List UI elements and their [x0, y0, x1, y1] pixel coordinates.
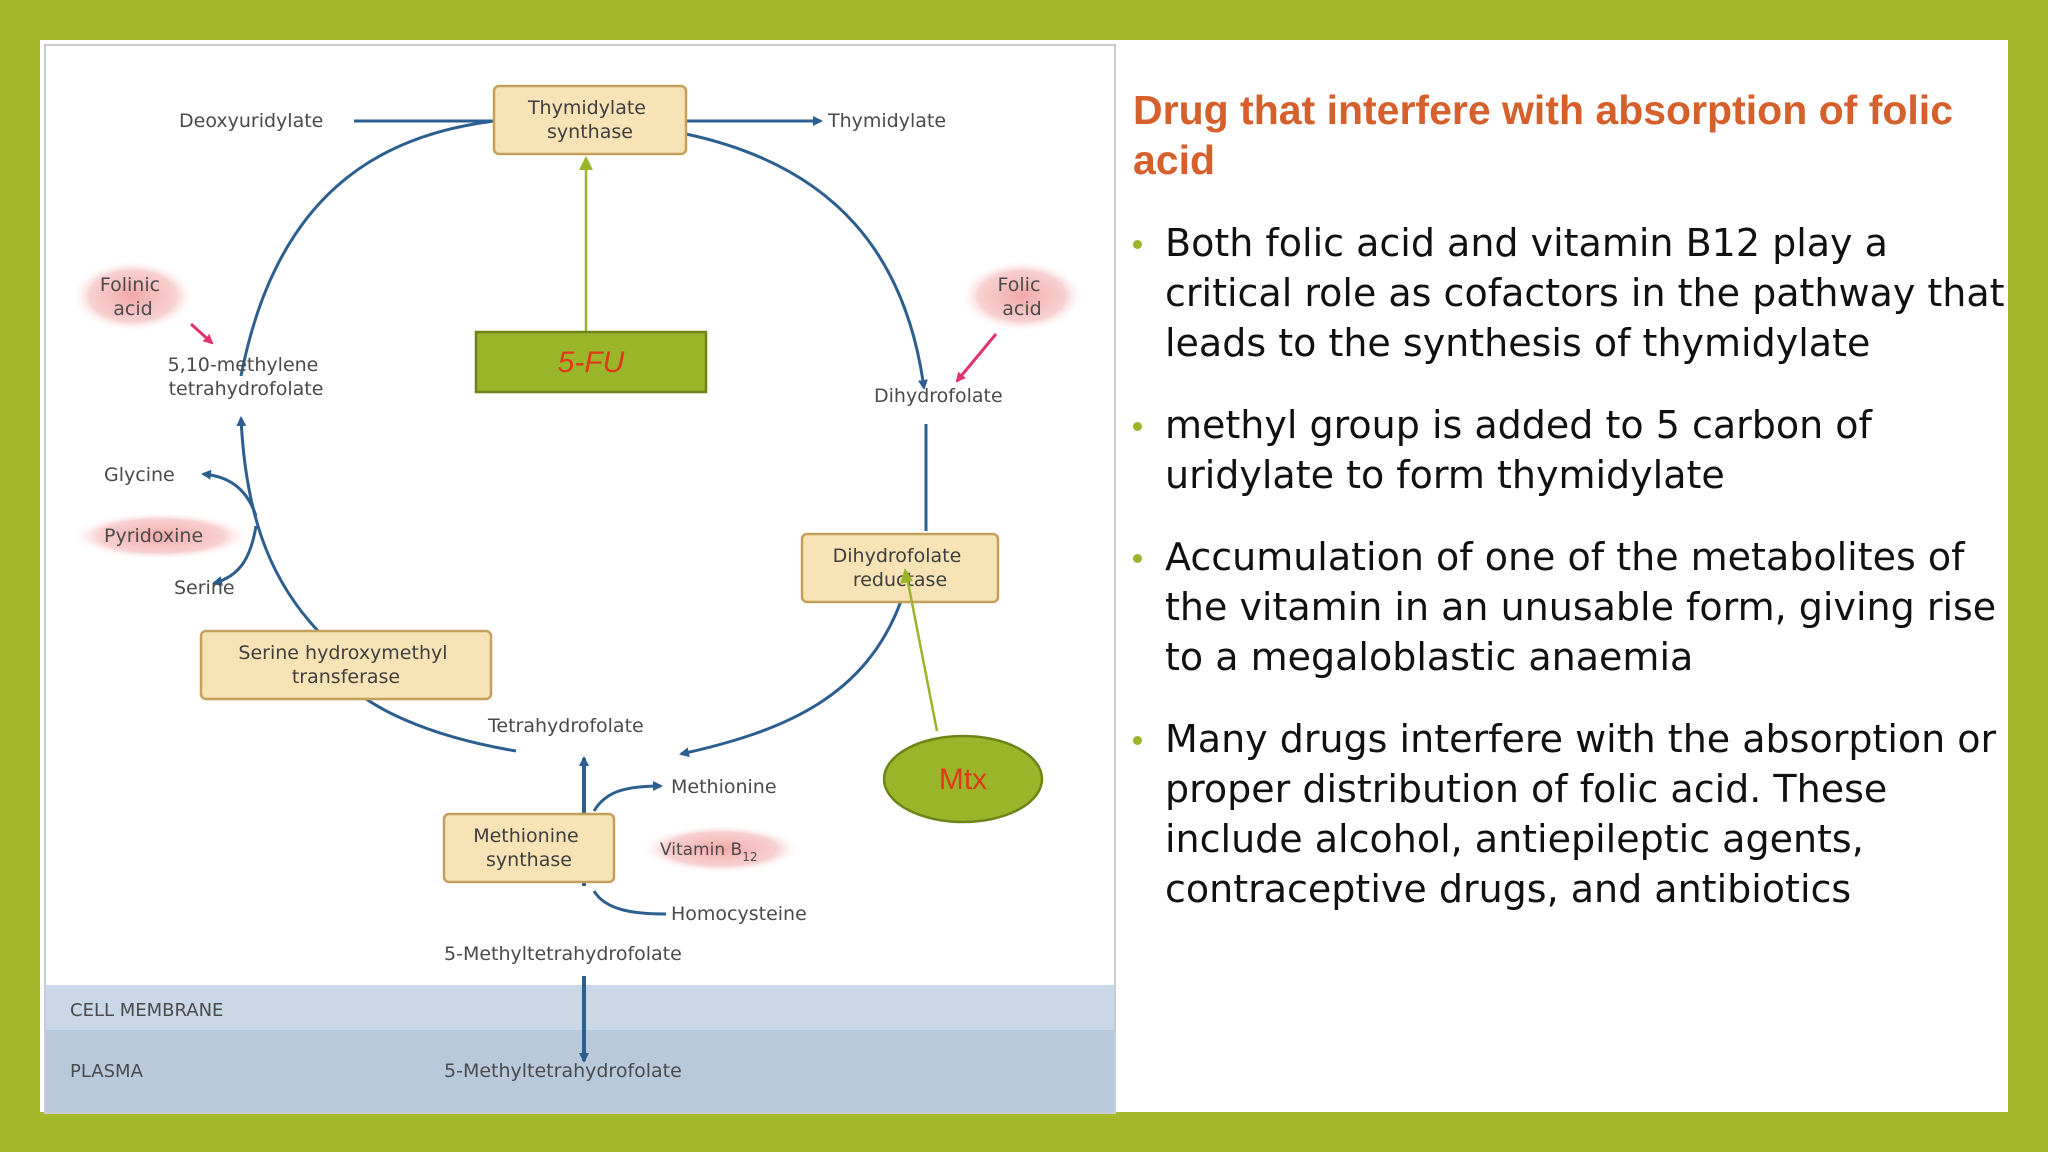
methionine-synthase-line2: synthase	[486, 849, 572, 871]
vitamin-b12-subscript: 12	[742, 850, 757, 864]
methyl-thf-cell-label: 5-Methyltetrahydrofolate	[444, 943, 682, 965]
bullet-item: Accumulation of one of the metabolites o…	[1133, 532, 2013, 682]
serine-transferase-line1: Serine hydroxymethyl	[238, 642, 447, 664]
bullet-item: Both folic acid and vitamin B12 play a c…	[1133, 218, 2013, 368]
arc-top-right	[685, 132, 928, 390]
mtx-ellipse	[882, 734, 1044, 824]
methionine-synthase-line1: Methionine	[473, 825, 579, 847]
dihydrofolate-label: Dihydrofolate	[874, 385, 1003, 407]
bullet-icon	[1133, 422, 1142, 431]
slide: CELL MEMBRANE PLASMA	[40, 40, 2008, 1114]
methyl-thf-plasma-label: 5-Methyltetrahydrofolate	[444, 1060, 682, 1082]
tetrahydrofolate-label: Tetrahydrofolate	[487, 715, 644, 737]
bullet-text: Accumulation of one of the metabolites o…	[1165, 535, 1997, 679]
line-from-homocysteine	[592, 890, 667, 916]
svg-text:5,10-methylene tetrahy: 5,10-methylene tetrahydrofolate	[168, 354, 325, 400]
bullet-item: Many drugs interfere with the absorption…	[1133, 714, 2013, 914]
serine-label: Serine	[174, 577, 235, 599]
vitamin-b12-text: Vitamin B	[660, 840, 742, 860]
deoxyuridylate-label: Deoxyuridylate	[179, 110, 323, 132]
folinic-acid-line1: Folinic	[100, 274, 160, 296]
folate-pathway-diagram: CELL MEMBRANE PLASMA	[44, 44, 1116, 1114]
mtx-inhibition-arrowhead	[900, 568, 913, 584]
svg-text:Methionine synthase: Methionine synthase	[473, 825, 585, 871]
folinic-acid-glow	[71, 260, 195, 332]
arc-top-left	[239, 119, 495, 377]
homocysteine-label: Homocysteine	[671, 903, 807, 925]
serine-transferase-box	[199, 629, 493, 701]
thymidylate-synthase-box	[492, 84, 688, 156]
svg-text:Serine hydroxymethyl t: Serine hydroxymethyl transferase	[238, 642, 453, 688]
mtx-inhibition-line	[904, 571, 939, 732]
five-fu-box	[474, 330, 708, 394]
thymidylate-synthase-line1: Thymidylate	[527, 97, 646, 119]
bullet-icon	[1133, 240, 1142, 249]
bullet-text: Both folic acid and vitamin B12 play a c…	[1165, 221, 2005, 365]
dihydrofolate-reductase-box	[800, 532, 1000, 604]
arc-left	[236, 416, 320, 633]
folinic-acid-arrow	[189, 322, 214, 345]
methylene-thf-line1: 5,10-methylene	[168, 354, 319, 376]
bullet-icon	[1133, 736, 1142, 745]
pyridoxine-glow	[71, 512, 251, 560]
svg-text:Folinic acid: Folinic acid	[100, 274, 166, 320]
methionine-label: Methionine	[671, 776, 777, 798]
dhfr-line2: reductase	[853, 569, 947, 591]
bullet-text: Many drugs interfere with the absorption…	[1165, 717, 1997, 911]
folic-acid-line1: Folic	[998, 274, 1041, 296]
bullet-item: methyl group is added to 5 carbon of uri…	[1133, 400, 2013, 500]
vitamin-b12-glow	[641, 825, 801, 873]
bullet-icon	[1133, 554, 1142, 563]
folic-acid-arrow	[955, 333, 998, 383]
methylene-thf-line2: tetrahydrofolate	[169, 378, 324, 400]
bullet-text: methyl group is added to 5 carbon of uri…	[1165, 403, 1872, 497]
five-fu-inhibition-arrowhead	[579, 156, 593, 170]
arrow-to-serine	[212, 525, 258, 586]
thymidylate-label: Thymidylate	[827, 110, 946, 132]
folic-acid-line2: acid	[1002, 298, 1041, 320]
slide-title: Drug that interfere with absorption of f…	[1133, 87, 1953, 183]
methionine-synthase-box	[442, 812, 616, 884]
five-fu-label: 5-FU	[558, 346, 625, 379]
svg-text:Thymidylate synthase: Thymidylate synthase	[527, 97, 652, 143]
cell-membrane-band	[46, 985, 1114, 1030]
plasma-band	[46, 1030, 1114, 1112]
thymidylate-synthase-line2: synthase	[547, 121, 633, 143]
mtx-label: Mtx	[939, 763, 987, 796]
folinic-acid-line2: acid	[113, 298, 152, 320]
folic-acid-glow	[960, 260, 1084, 332]
arrow-to-glycine	[201, 469, 258, 517]
arc-bottom-right	[679, 600, 903, 758]
vitamin-b12-label: Vitamin B12	[660, 840, 757, 864]
dhfr-line1: Dihydrofolate	[833, 545, 962, 567]
cell-membrane-label: CELL MEMBRANE	[70, 1000, 223, 1021]
bullet-list: Both folic acid and vitamin B12 play a c…	[1133, 218, 2013, 946]
glycine-label: Glycine	[104, 464, 175, 486]
svg-text:Folic acid: Folic acid	[998, 274, 1047, 320]
svg-text:Dihydrofolate reductas: Dihydrofolate reductase	[833, 545, 968, 591]
arrow-to-methionine	[592, 781, 663, 812]
pyridoxine-label: Pyridoxine	[104, 525, 203, 547]
plasma-label: PLASMA	[70, 1061, 144, 1082]
serine-transferase-line2: transferase	[292, 666, 400, 688]
